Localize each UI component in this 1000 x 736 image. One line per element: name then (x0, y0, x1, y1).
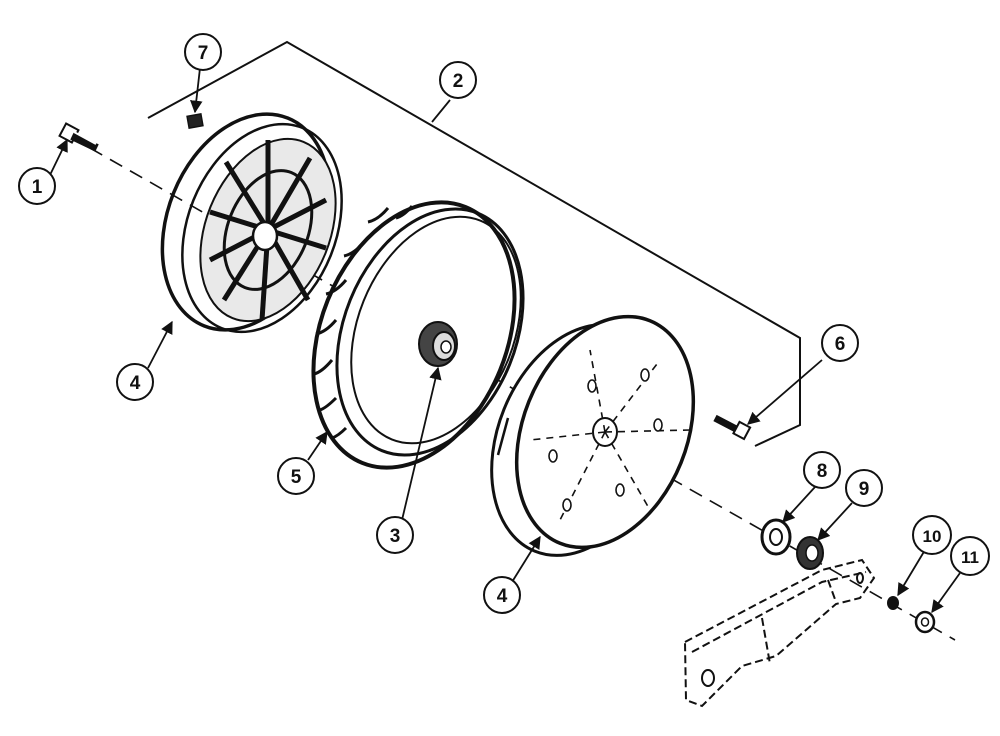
callout-number: 8 (817, 461, 828, 482)
tire-part (311, 200, 525, 470)
nut-part (186, 113, 204, 129)
leader-line-5 (307, 430, 328, 461)
callout-4a: 4 (116, 363, 154, 401)
callout-2: 2 (439, 61, 477, 99)
wheel-hub-right-part (490, 314, 696, 557)
callout-3: 3 (376, 516, 414, 554)
washer-part (760, 518, 792, 556)
callout-number: 7 (198, 43, 209, 64)
callout-1: 1 (18, 167, 56, 205)
callout-number: 4 (497, 586, 508, 607)
callout-number: 4 (130, 373, 141, 394)
callout-9: 9 (845, 469, 883, 507)
callout-number: 5 (291, 467, 302, 488)
callout-11: 11 (950, 536, 990, 576)
callout-number: 2 (453, 71, 464, 92)
leader-line-10 (897, 549, 926, 597)
leader-line-4b (511, 535, 541, 583)
callout-number: 1 (32, 177, 43, 198)
leader-line-2 (431, 99, 451, 123)
callout-7: 7 (184, 33, 222, 71)
bearing-part (418, 321, 458, 367)
group-bracket-line (147, 40, 801, 447)
nut-small-part (914, 610, 936, 634)
wheel-hub-left-part (160, 112, 343, 334)
pin-part (887, 596, 899, 610)
leader-line-3 (401, 366, 442, 521)
leader-line-1 (49, 138, 68, 176)
callout-6: 6 (821, 324, 859, 362)
callout-number: 10 (923, 527, 942, 546)
callout-4b: 4 (483, 576, 521, 614)
screw-part (713, 414, 752, 441)
callout-number: 3 (390, 526, 401, 547)
leader-line-4a (147, 320, 173, 369)
callout-10: 10 (912, 515, 952, 555)
leader-line-7 (190, 67, 203, 114)
callout-5: 5 (277, 457, 315, 495)
callout-number: 11 (961, 548, 979, 567)
callout-number: 6 (835, 334, 846, 355)
callout-number: 9 (859, 479, 870, 500)
bushing-part (796, 536, 824, 570)
leader-line-6 (747, 359, 823, 425)
leader-line-9 (817, 502, 853, 541)
leader-line-8 (782, 486, 816, 523)
callout-8: 8 (803, 451, 841, 489)
leader-line-11 (931, 572, 961, 614)
bracket-arm-part (683, 558, 876, 708)
